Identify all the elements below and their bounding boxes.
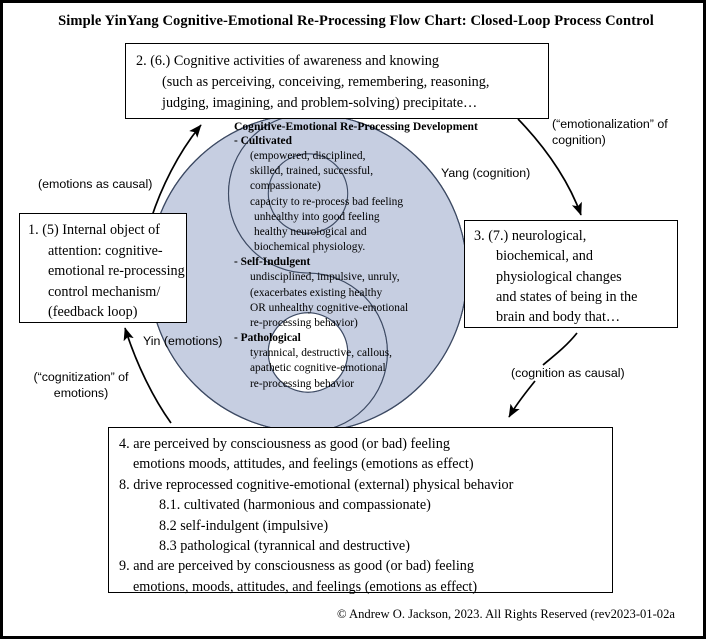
box4-line: 4. are perceived by consciousness as goo… [119,436,450,452]
box3-line: brain and body that… [496,309,621,326]
self-indulgent-line: OR unhealthy cognitive-emotional [250,301,409,314]
self-indulgent-heading: - Self-Indulgent [234,256,311,269]
box2-line: judging, imagining, and problem-solving)… [162,94,478,111]
cultivated-heading: - Cultivated [234,135,292,147]
box4-line: 8.1. cultivated (harmonious and compassi… [159,497,431,514]
box3-line: and states of being in the [496,288,638,305]
box4-line: emotions moods, attitudes, and feelings … [133,456,474,473]
label-yang-cognition: Yang (cognition) [441,166,531,180]
self-indulgent-line: undisciplined, impulsive, unruly, [250,271,400,284]
label-emotionalization-of-cognition: (“emotionalization” of cognition) [552,117,668,148]
box4-line: 8. drive reprocessed cognitive-emotional… [119,476,514,493]
box1-line: control mechanism/ [48,283,161,300]
process-box-3-neurological: 3. (7.) neurological, biochemical, and p… [464,220,678,328]
box4-line: 8.2 self-indulgent (impulsive) [159,517,329,534]
box4-line: emotions, moods, attitudes, and feelings… [133,578,478,595]
arrow-cognitization [123,327,172,424]
self-indulgent-line: re-processing behavior) [250,316,358,329]
cultivated-line: capacity to re-process bad feeling [250,195,404,208]
box1-line: (feedback loop) [48,304,138,321]
yinyang-and-arrows-graphic [123,113,582,433]
box3-line: physiological changes [496,268,622,285]
label-cognition-as-causal: (cognition as causal) [511,366,625,380]
pathological-line: tyrannical, destructive, callous, [250,347,393,360]
copyright-notice: © Andrew O. Jackson, 2023. All Rights Re… [336,607,675,621]
page-title: Simple YinYang Cognitive-Emotional Re-Pr… [58,13,654,29]
pathological-line: apathetic cognitive-emotional [250,362,386,375]
cultivated-line: healthy neurological and [254,225,367,238]
cultivated-line: biochemical physiology. [254,241,366,254]
box4-line: 9. and are perceived by consciousness as… [119,558,474,575]
pathological-line: re-processing behavior [250,377,355,390]
label-cognitization-of-emotions: (“cognitization” of emotions) [33,370,129,401]
process-box-4-perceived-by-consciousness: 4. are perceived by consciousness as goo… [108,427,613,595]
box2-line: (such as perceiving, conceiving, remembe… [162,73,490,90]
yinyang-body: - Cultivated (empowered, disciplined, sk… [234,134,408,392]
box1-line: 1. (5) Internal object of [28,222,160,238]
box3-line: 3. (7.) neurological, [474,228,587,244]
process-box-2-cognitive-activities: 2. (6.) Cognitive activities of awarenes… [125,43,549,119]
yinyang-symbol [148,113,468,433]
box1-line: attention: cognitive- [48,242,163,259]
yinyang-heading: Cognitive-Emotional Re-Processing Develo… [234,120,478,133]
process-box-1-internal-object: 1. (5) Internal object of attention: cog… [19,213,187,323]
cultivated-line: unhealthy into good feeling [254,210,380,223]
label-emotions-as-causal: (emotions as causal) [33,176,158,192]
box1-line: emotional re-processing [48,263,185,280]
arrow-emotions-as-causal [150,124,202,220]
cultivated-line: compassionate) [250,180,321,193]
cultivated-line: skilled, trained, successful, [250,165,374,178]
box2-line: 2. (6.) Cognitive activities of awarenes… [136,53,439,69]
arrow-emotionalization [517,118,582,216]
box4-line: 8.3 pathological (tyrannical and destruc… [159,537,410,554]
cultivated-line: (empowered, disciplined, [250,150,366,163]
label-yin-emotions: Yin (emotions) [143,334,223,348]
arrow-cognition-as-causal [542,332,578,366]
box3-line: biochemical, and [496,248,593,265]
pathological-heading: - Pathological [234,332,301,345]
self-indulgent-line: (exacerbates existing healthy [250,286,383,299]
